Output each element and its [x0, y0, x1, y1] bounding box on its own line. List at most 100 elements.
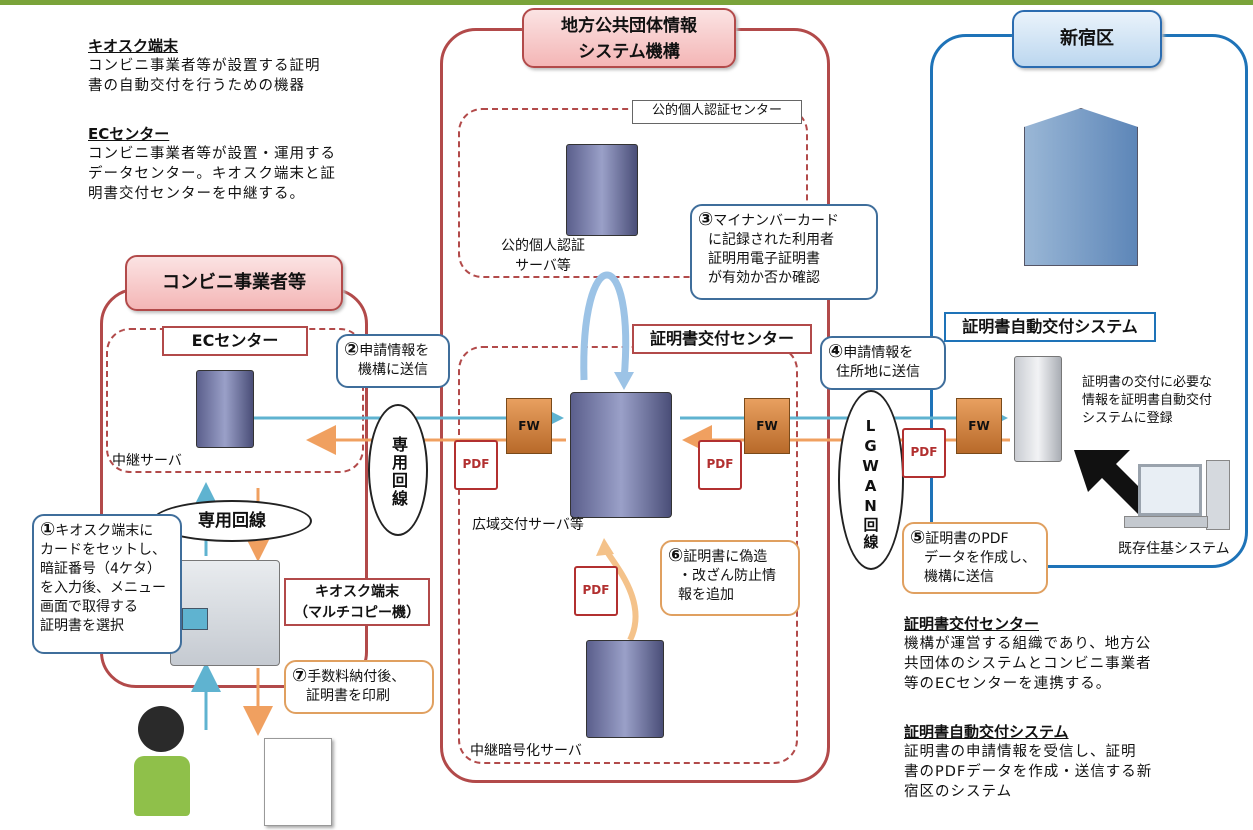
lgwan-line: LGWAN回線 — [838, 390, 904, 570]
def-cert-center-line3: 等のECセンターを連携する。 — [904, 676, 1112, 692]
building-icon — [1024, 108, 1138, 266]
step-7-callout: ⑦手数料納付後、 証明書を印刷 — [284, 660, 434, 714]
def-cert-center-line2: 共団体のシステムとコンビニ事業者 — [904, 656, 1152, 672]
def-auto-system-line2: 書のPDFデータを作成・送信する新 — [904, 764, 1153, 780]
def-cert-center-line1: 機構が運営する組織であり、地方公 — [904, 636, 1152, 652]
public-auth-center-label: 公的個人認証センター — [632, 100, 802, 124]
step-7-number: ⑦ — [292, 665, 308, 686]
step-6-line1: 証明書に偽造 — [683, 549, 768, 565]
dedicated-line-vertical: 専用回線 — [368, 404, 428, 536]
def-ec-title: ECセンター — [88, 125, 170, 143]
step-5-callout: ⑤証明書のPDF データを作成し、 機構に送信 — [902, 522, 1048, 594]
step-3-line1: マイナンバーカード — [713, 213, 839, 229]
def-kiosk-line1: コンビニ事業者等が設置する証明 — [88, 58, 321, 74]
step-1-line4: を入力後、メニュー — [40, 580, 166, 596]
conbini-title: コンビニ事業者等 — [125, 255, 343, 311]
def-ec-line3: 明書交付センターを中継する。 — [88, 186, 305, 202]
encrypt-relay-server-icon — [586, 640, 664, 738]
step-6-line2: ・改ざん防止情 — [678, 568, 776, 584]
step-6-callout: ⑥証明書に偽造 ・改ざん防止情 報を追加 — [660, 540, 800, 616]
step-4-callout: ④申請情報を 住所地に送信 — [820, 336, 946, 390]
step-4-line1: 申請情報を — [843, 345, 914, 361]
step-7-line1: 手数料納付後、 — [307, 669, 406, 685]
pdf-icon-4: PDF — [574, 566, 618, 616]
jlis-title-line1: 地方公共団体情報 — [561, 16, 697, 36]
cert-center-label: 証明書交付センター — [632, 324, 812, 354]
kiosk-label-line2: （マルチコピー機） — [294, 605, 420, 621]
auto-system-server-icon — [1014, 356, 1062, 462]
firewall-icon-3: FW — [956, 398, 1002, 454]
step-3-callout: ③マイナンバーカード に記録された利用者 証明用電子証明書 が有効か否か確認 — [690, 204, 878, 300]
public-auth-server-label: 公的個人認証 サーバ等 — [478, 236, 608, 276]
step-2-number: ② — [344, 339, 360, 360]
shinjuku-title: 新宿区 — [1012, 10, 1162, 68]
pdf-icon-1: PDF — [454, 440, 498, 490]
public-auth-server-label-line2: サーバ等 — [515, 258, 571, 274]
user-figure-icon — [128, 706, 198, 824]
step-5-line3: 機構に送信 — [924, 569, 994, 585]
def-cert-center-title: 証明書交付センター — [904, 615, 1040, 633]
step-1-line2: カードをセットし、 — [40, 542, 166, 558]
register-note-line2: 情報を証明書自動交付 — [1082, 393, 1213, 408]
top-accent-bar — [0, 0, 1253, 5]
step-3-line2: に記録された利用者 — [708, 232, 834, 248]
register-note-line3: システムに登録 — [1082, 411, 1173, 426]
step-3-number: ③ — [698, 209, 714, 230]
def-kiosk-title: キオスク端末 — [88, 37, 179, 55]
wide-area-server-icon — [570, 392, 672, 518]
step-2-line2: 機構に送信 — [358, 362, 428, 378]
step-3-line3: 証明用電子証明書 — [708, 251, 820, 267]
public-auth-server-label-line1: 公的個人認証 — [501, 238, 585, 254]
step-1-line6: 証明書を選択 — [40, 618, 124, 634]
step-3-line4: が有効か否か確認 — [708, 270, 820, 286]
kiosk-label: キオスク端末 （マルチコピー機） — [284, 578, 430, 626]
step-2-line1: 申請情報を — [359, 343, 430, 359]
step-6-line3: 報を追加 — [678, 587, 734, 603]
def-auto-system-line3: 宿区のシステム — [904, 784, 1013, 800]
step-1-line1: キオスク端末に — [55, 523, 154, 539]
register-note-line1: 証明書の交付に必要な — [1082, 375, 1213, 390]
register-note: 証明書の交付に必要な 情報を証明書自動交付 システムに登録 — [1082, 374, 1252, 428]
jlis-title: 地方公共団体情報 システム機構 — [522, 8, 736, 68]
relay-server-icon — [196, 370, 254, 448]
def-auto-system: 証明書自動交付システム 証明書の申請情報を受信し、証明 書のPDFデータを作成・… — [904, 722, 1224, 802]
lgwan-line-text: LGWAN回線 — [861, 417, 880, 551]
kiosk-label-line1: キオスク端末 — [315, 584, 399, 600]
dedicated-line-vertical-text: 専用回線 — [389, 436, 408, 508]
step-5-line1: 証明書のPDF — [925, 531, 1009, 547]
step-7-line2: 証明書を印刷 — [306, 688, 390, 704]
def-kiosk-line2: 書の自動交付を行うための機器 — [88, 78, 305, 94]
step-1-line5: 画面で取得する — [40, 599, 138, 615]
step-2-callout: ②申請情報を 機構に送信 — [336, 334, 450, 388]
def-cert-center: 証明書交付センター 機構が運営する組織であり、地方公 共団体のシステムとコンビニ… — [904, 614, 1224, 694]
existing-pc-monitor-icon — [1138, 464, 1202, 516]
arrow-add-security-head — [596, 538, 614, 556]
arrow-auth-check-head — [614, 372, 634, 390]
existing-pc-keyboard-icon — [1124, 516, 1208, 528]
step-1-line3: 暗証番号（4ケタ） — [40, 561, 161, 577]
relay-server-label: 中継サーバ — [112, 453, 182, 469]
step-4-number: ④ — [828, 341, 844, 362]
def-kiosk: キオスク端末 コンビニ事業者等が設置する証明 書の自動交付を行うための機器 — [88, 36, 388, 96]
pdf-icon-2: PDF — [698, 440, 742, 490]
pdf-icon-3: PDF — [902, 428, 946, 478]
existing-system-label: 既存住基システム — [1118, 541, 1230, 557]
public-auth-server-icon — [566, 144, 638, 236]
existing-pc-tower-icon — [1206, 460, 1230, 530]
def-ec-line2: データセンター。キオスク端末と証 — [88, 166, 336, 182]
step-5-number: ⑤ — [910, 527, 926, 548]
step-4-line2: 住所地に送信 — [836, 364, 920, 380]
wide-area-server-label: 広域交付サーバ等 — [472, 517, 584, 533]
ec-center-label: ECセンター — [162, 326, 308, 356]
def-ec-line1: コンビニ事業者等が設置・運用する — [88, 146, 336, 162]
kiosk-screen-icon — [182, 608, 208, 630]
arrow-auth-check-loop — [580, 271, 630, 381]
jlis-title-line2: システム機構 — [578, 42, 680, 62]
step-5-line2: データを作成し、 — [924, 550, 1036, 566]
firewall-icon-2: FW — [744, 398, 790, 454]
step-1-callout: ①キオスク端末に カードをセットし、 暗証番号（4ケタ） を入力後、メニュー 画… — [32, 514, 182, 654]
printed-certificate-icon — [264, 738, 332, 826]
def-auto-system-line1: 証明書の申請情報を受信し、証明 — [904, 744, 1137, 760]
firewall-icon-1: FW — [506, 398, 552, 454]
step-1-number: ① — [40, 519, 56, 540]
